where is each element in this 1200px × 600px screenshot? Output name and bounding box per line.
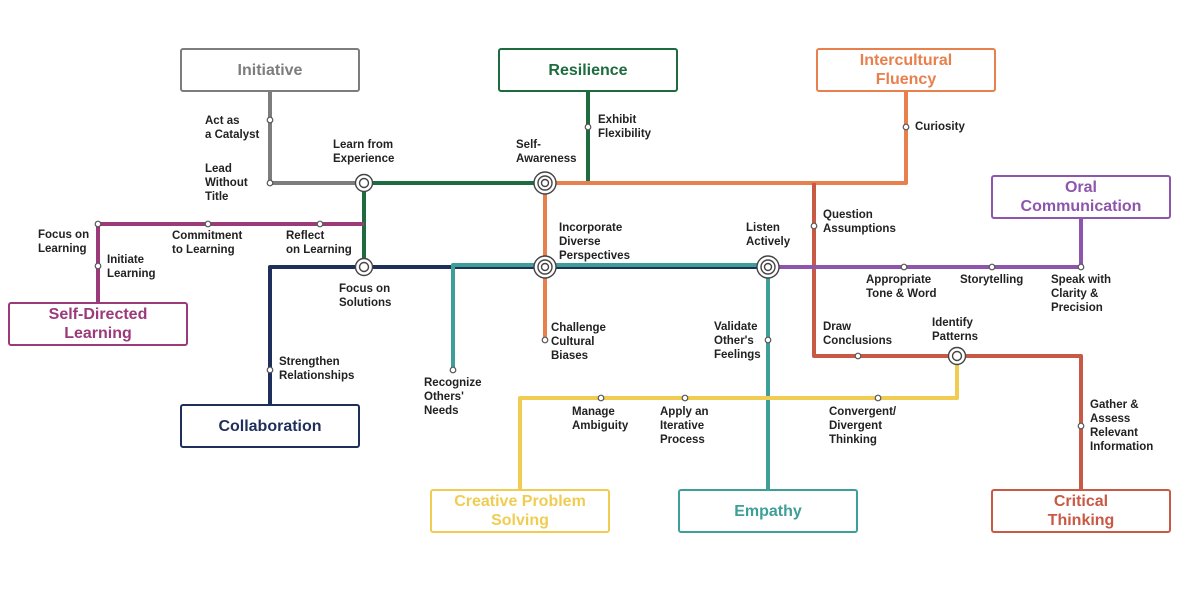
stop-marker-recognize-needs	[449, 366, 457, 374]
label-convergent-divergent-thinking: Convergent/ Divergent Thinking	[829, 406, 897, 446]
stop-marker-exhibit-flexibility	[584, 123, 592, 131]
self-directed-learning-box: Self-Directed Learning	[8, 302, 188, 346]
label-listen-actively: Listen Actively	[746, 222, 791, 248]
label-storytelling: Storytelling	[960, 274, 1024, 286]
label-identify-patterns: Identify Patterns	[932, 317, 979, 343]
label-curiosity: Curiosity	[915, 121, 965, 133]
initiative-box: Initiative	[180, 48, 360, 92]
label-commitment-to-learning: Commitment to Learning	[172, 230, 243, 256]
resilience-box: Resilience	[498, 48, 678, 92]
stop-marker-challenge-biases	[541, 336, 549, 344]
stop-marker-gather-assess	[1077, 422, 1085, 430]
stop-marker-validate-feelings	[764, 336, 772, 344]
critical-thinking-box: Critical Thinking	[991, 489, 1171, 533]
stop-marker-question-assumptions	[810, 222, 818, 230]
label-validate-others-feelings: Validate Other's Feelings	[714, 321, 761, 361]
stop-marker-convergent	[874, 394, 882, 402]
label-reflect-on-learning: Reflect on Learning	[286, 230, 352, 256]
stop-marker-manage-ambiguity	[597, 394, 605, 402]
label-manage-ambiguity: Manage Ambiguity	[572, 406, 629, 432]
label-act-as-a-catalyst: Act as a Catalyst	[205, 115, 260, 141]
stop-marker-lead-without-title	[266, 179, 274, 187]
stop-marker-focus-learning	[94, 220, 102, 228]
stop-marker-curiosity	[902, 123, 910, 131]
label-gather-assess-information: Gather & Assess Relevant Information	[1090, 399, 1154, 453]
stop-marker-storytelling	[988, 263, 996, 271]
collaboration-box: Collaboration	[180, 404, 360, 448]
label-draw-conclusions: Draw Conclusions	[823, 321, 893, 347]
label-speak-with-clarity: Speak with Clarity & Precision	[1051, 274, 1112, 314]
stop-marker-act-catalyst	[266, 116, 274, 124]
initiative-line	[268, 91, 364, 185]
empathy-line	[451, 263, 770, 490]
label-incorporate-diverse-perspectives: Incorporate Diverse Perspectives	[559, 222, 630, 262]
stop-marker-commitment-learning	[204, 220, 212, 228]
hub-focus-on-solutions	[354, 257, 374, 277]
hub-self-awareness	[533, 171, 557, 195]
stop-marker-initiate-learning	[94, 262, 102, 270]
stop-marker-draw-conclusions	[854, 352, 862, 360]
hub-listen-actively	[756, 255, 780, 279]
creative-problem-solving-box: Creative Problem Solving	[430, 489, 610, 533]
intercultural-fluency-box: Intercultural Fluency	[816, 48, 996, 92]
stop-marker-apply-iterative	[681, 394, 689, 402]
empathy-box: Empathy	[678, 489, 858, 533]
label-focus-on-learning: Focus on Learning	[38, 229, 90, 255]
creative-problem-solving-line	[518, 356, 959, 490]
label-lead-without-title: Lead Without Title	[205, 163, 248, 203]
stop-marker-strengthen-relationships	[266, 366, 274, 374]
label-challenge-cultural-biases: Challenge Cultural Biases	[551, 322, 606, 362]
label-learn-from-experience: Learn from Experience	[333, 139, 395, 165]
hub-identify-patterns	[947, 346, 967, 366]
stop-marker-appropriate-tone	[900, 263, 908, 271]
label-question-assumptions: Question Assumptions	[823, 209, 896, 235]
stop-marker-reflect-learning	[316, 220, 324, 228]
label-appropriate-tone-and-word: Appropriate Tone & Word	[866, 274, 937, 300]
oral-communication-box: Oral Communication	[991, 175, 1171, 219]
label-self-awareness: Self- Awareness	[516, 139, 577, 165]
label-strengthen-relationships: Strengthen Relationships	[279, 356, 355, 382]
hub-incorporate-perspectives	[533, 255, 557, 279]
label-focus-on-solutions: Focus on Solutions	[339, 283, 392, 309]
stop-marker-speak-clarity	[1077, 263, 1085, 271]
label-exhibit-flexibility: Exhibit Flexibility	[598, 114, 652, 140]
label-recognize-others-needs: Recognize Others' Needs	[424, 377, 482, 417]
label-apply-an-iterative-process: Apply an Iterative Process	[660, 406, 709, 446]
label-initiate-learning: Initiate Learning	[107, 254, 156, 280]
hub-learn-from-experience	[354, 173, 374, 193]
